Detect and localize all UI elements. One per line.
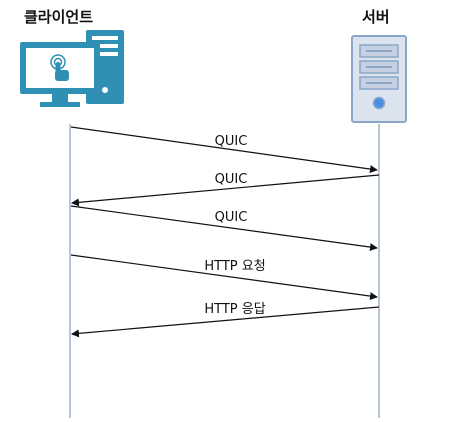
message-arrow [70, 254, 378, 301]
client-label: 클라이언트 [24, 8, 94, 26]
message-label: QUIC [215, 210, 248, 225]
message-arrow [70, 205, 378, 252]
message-2: QUIC [71, 172, 380, 207]
desktop-computer-icon [20, 30, 124, 107]
server-label: 서버 [362, 8, 390, 26]
message-3: QUIC [70, 205, 378, 252]
server-tower-icon [351, 35, 407, 123]
message-5: HTTP 응답 [71, 302, 380, 338]
message-label: QUIC [215, 134, 248, 149]
message-arrow [71, 306, 380, 338]
message-1: QUIC [70, 126, 378, 173]
message-label: QUIC [215, 172, 248, 187]
message-4: HTTP 요청 [70, 254, 378, 301]
message-arrow [71, 174, 380, 207]
message-label: HTTP 요청 [204, 259, 265, 274]
touch-pointer-icon [50, 54, 69, 81]
message-label: HTTP 응답 [204, 302, 265, 317]
message-arrow [70, 126, 378, 173]
